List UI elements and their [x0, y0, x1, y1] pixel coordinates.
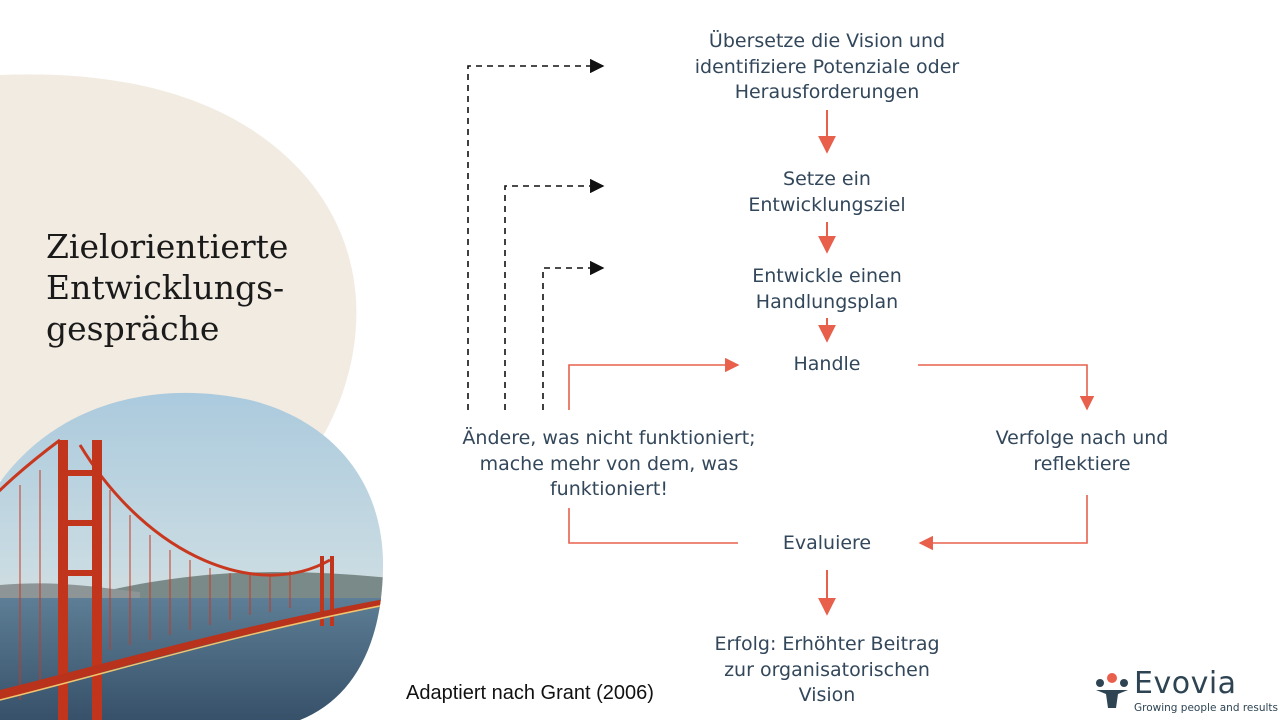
- dashed-arrow-to-vision: [467, 58, 605, 410]
- bridge-photo: [0, 392, 384, 720]
- arrow-evaluate-change: [568, 508, 738, 544]
- logo-tagline: Growing people and results: [1134, 702, 1279, 714]
- node-track-reflect: Verfolge nach und reflektiere: [995, 427, 1169, 475]
- decorative-blob: [0, 74, 357, 481]
- node-set-goal: Setze ein Entwicklungsziel: [748, 168, 906, 216]
- node-act: Handle: [793, 353, 861, 375]
- evovia-logo: Evovia Growing people and results: [1090, 666, 1278, 716]
- arrow-act-track: [918, 364, 1095, 411]
- node-evaluate: Evaluiere: [782, 532, 872, 554]
- arrow-track-evaluate: [918, 495, 1088, 551]
- slide-title: Zielorientierte Entwicklungs-gespräche: [46, 227, 289, 348]
- source-citation: Adaptiert nach Grant (2006): [406, 682, 654, 704]
- logo-name: Evovia: [1134, 666, 1237, 701]
- dashed-arrow-to-goal: [504, 178, 605, 410]
- logo-figure-icon: [1096, 673, 1128, 708]
- arrow-change-act: [568, 357, 740, 410]
- node-action-plan: Entwickle einen Handlungsplan: [752, 265, 902, 313]
- node-success: Erfolg: Erhöhter Beitrag zur organisator…: [714, 633, 940, 706]
- node-change: Ändere, was nicht funktioniert; mache me…: [462, 427, 756, 500]
- dashed-arrow-to-plan: [542, 260, 605, 410]
- node-translate-vision: Übersetze die Vision und identifiziere P…: [694, 30, 960, 103]
